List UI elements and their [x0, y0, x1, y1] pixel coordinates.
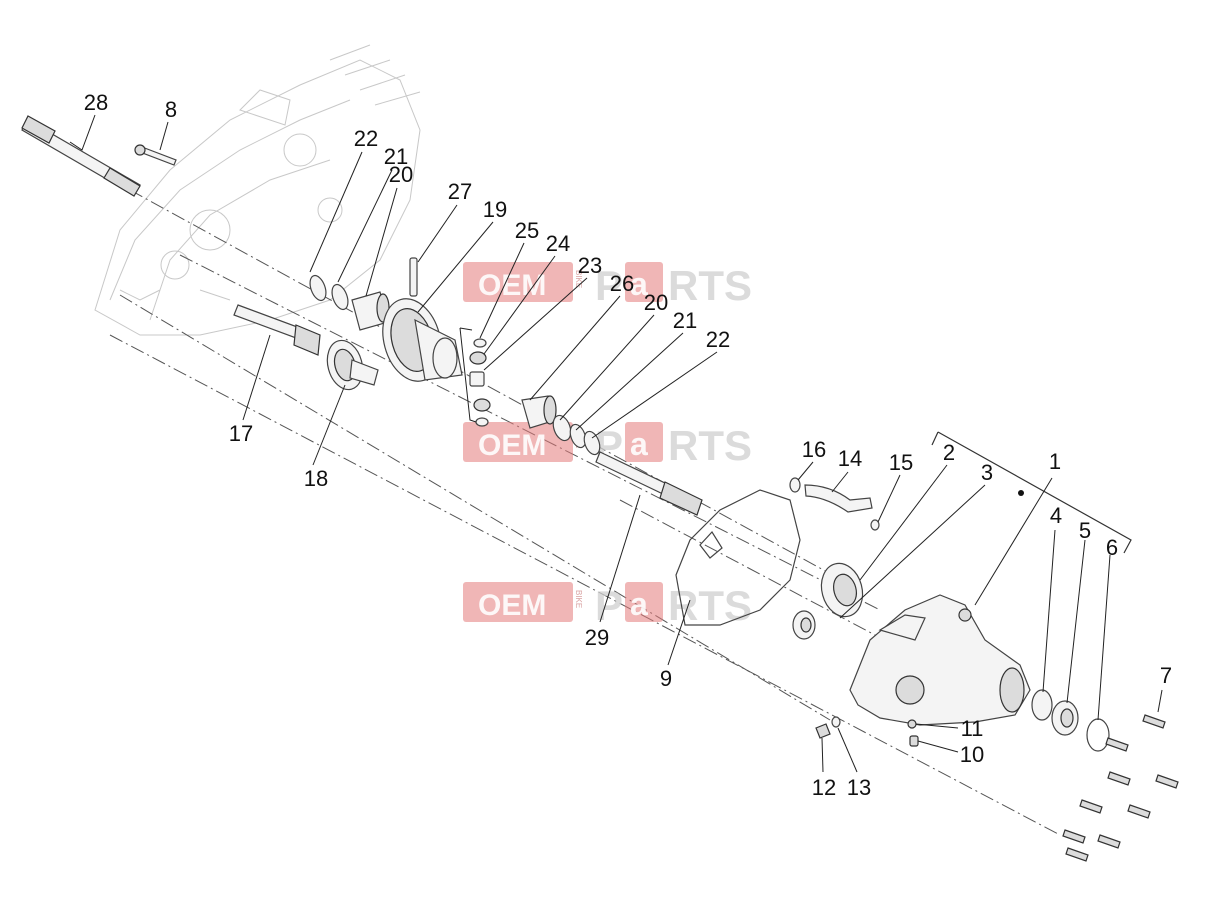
callout-19: 19	[483, 197, 507, 222]
svg-text:P: P	[595, 582, 623, 629]
svg-text:RTS: RTS	[668, 582, 752, 629]
callout-28: 28	[84, 90, 108, 115]
svg-text:P: P	[595, 262, 623, 309]
callout-15: 15	[889, 450, 913, 475]
kit-dot	[1018, 490, 1024, 496]
callout-20-bottom: 20	[644, 290, 668, 315]
watermark-3: OEM BIKE P a RTS	[463, 582, 752, 629]
svg-text:RTS: RTS	[668, 422, 752, 469]
watermark-2: OEM BIKE P a RTS	[463, 422, 752, 469]
svg-text:a: a	[630, 586, 648, 622]
kit-bracket	[931, 431, 1132, 554]
callout-3: 3	[981, 460, 993, 485]
part-29-output-shaft	[595, 451, 703, 516]
svg-text:OEM: OEM	[478, 269, 546, 302]
part-4-seal	[1031, 689, 1053, 721]
callout-2: 2	[943, 440, 955, 465]
part-15-clip	[870, 519, 880, 531]
part-18-gear	[326, 339, 379, 391]
callout-6: 6	[1106, 535, 1118, 560]
part-20-bearing-right	[552, 414, 572, 442]
part-12-plug	[815, 723, 831, 739]
svg-text:OEM: OEM	[478, 589, 546, 622]
part-13-washer	[831, 716, 841, 728]
svg-text:RTS: RTS	[668, 262, 752, 309]
callout-4: 4	[1050, 503, 1062, 528]
part-20-bearing-left	[351, 291, 390, 331]
part-17-pinion-shaft	[233, 304, 321, 356]
callout-22-top: 22	[354, 126, 378, 151]
callout-13: 13	[847, 775, 871, 800]
diff-bracket-lines	[459, 327, 477, 423]
engine-casing-ghost	[94, 44, 421, 336]
callout-22-bottom: 22	[706, 327, 730, 352]
part-28-shaft	[21, 115, 141, 197]
callout-17: 17	[229, 421, 253, 446]
part-19-gear-differential	[382, 298, 463, 382]
part-3-bearing	[792, 610, 816, 640]
callout-14: 14	[838, 446, 862, 471]
callout-1: 1	[1049, 449, 1061, 474]
part-14-breather-hose	[804, 484, 873, 513]
part-26-side-gear	[521, 395, 557, 429]
callout-25: 25	[515, 218, 539, 243]
part-11-screw	[907, 719, 917, 729]
callout-26: 26	[610, 271, 634, 296]
part-8-bolt	[134, 144, 177, 166]
svg-text:BIKE: BIKE	[574, 270, 583, 288]
callout-7: 7	[1160, 663, 1172, 688]
part-6-circlip	[1086, 718, 1110, 752]
callout-29: 29	[585, 625, 609, 650]
svg-text:a: a	[630, 426, 648, 462]
callout-24: 24	[546, 231, 570, 256]
callout-18: 18	[304, 466, 328, 491]
part-2-bearing	[820, 562, 864, 618]
part-27-pin	[409, 257, 418, 297]
svg-text:a: a	[630, 266, 648, 302]
svg-text:BIKE: BIKE	[574, 590, 583, 608]
svg-text:OEM: OEM	[478, 429, 546, 462]
callout-23: 23	[578, 253, 602, 278]
part-24-pinion-gear	[469, 351, 487, 365]
callout-8: 8	[165, 97, 177, 122]
part-16-clip	[789, 477, 801, 493]
part-25-washer	[473, 338, 487, 348]
watermark-1: OEM BIKE P a RTS	[463, 262, 752, 309]
part-22-circlip-left	[309, 274, 327, 302]
callout-20-top: 20	[389, 162, 413, 187]
callout-10: 10	[960, 742, 984, 767]
part-10-screw	[909, 735, 919, 747]
leader-lines	[69, 114, 1163, 773]
part-pinion-lower	[473, 398, 491, 427]
callout-16: 16	[802, 437, 826, 462]
part-1-transmission-cover	[849, 594, 1031, 726]
part-22-circlip-right	[583, 430, 601, 456]
callout-5: 5	[1079, 518, 1091, 543]
part-21-washer-right	[569, 423, 587, 449]
callout-27: 27	[448, 179, 472, 204]
part-7-bolts	[1062, 714, 1179, 862]
part-21-washer-left	[331, 283, 349, 311]
callout-21-bottom: 21	[673, 308, 697, 333]
part-9-gasket	[675, 489, 801, 626]
part-23-spider-block	[469, 371, 485, 387]
callout-12: 12	[812, 775, 836, 800]
callout-labels: 28 8 22 21 20 27 19 25 24 23 26 20 21 22…	[84, 90, 1172, 800]
callout-21-top: 21	[384, 144, 408, 169]
callout-9: 9	[660, 666, 672, 691]
callout-11: 11	[961, 716, 984, 741]
part-5-bearing	[1051, 700, 1079, 736]
